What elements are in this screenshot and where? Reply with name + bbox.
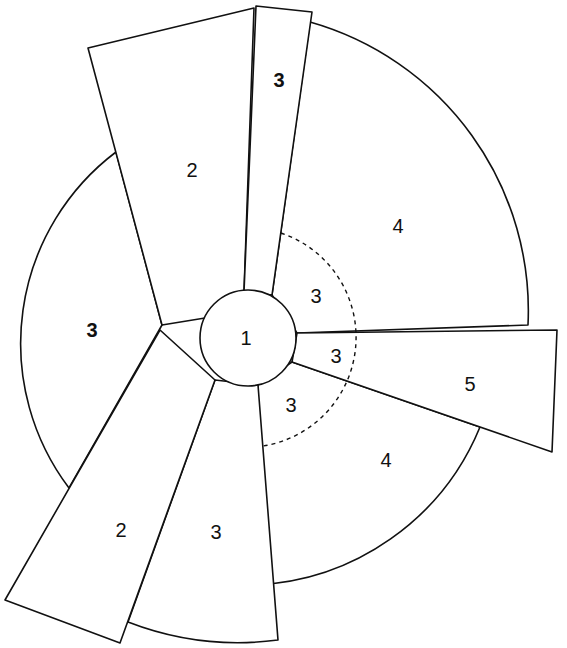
region-number: 4 bbox=[376, 447, 395, 473]
region-label: 3 bbox=[330, 345, 341, 367]
region-label: 3 bbox=[273, 69, 284, 91]
region-label: 4 bbox=[380, 449, 391, 471]
upper-left-blade bbox=[88, 8, 254, 325]
hub-number: 1 bbox=[236, 325, 255, 351]
region-label: 2 bbox=[115, 519, 126, 541]
region-number: 3 bbox=[306, 283, 325, 309]
dashed-arc bbox=[263, 233, 356, 446]
region-label: 3 bbox=[86, 319, 97, 341]
region-number: 3 bbox=[206, 519, 225, 545]
region-label: 3 bbox=[210, 521, 221, 543]
region-number: 4 bbox=[388, 213, 407, 239]
upper-sector bbox=[272, 22, 528, 333]
region-number: 2 bbox=[111, 517, 130, 543]
region-number: 3 bbox=[82, 317, 101, 343]
region-label: 1 bbox=[240, 327, 251, 349]
top-blade bbox=[244, 6, 312, 295]
region-label: 5 bbox=[464, 373, 475, 395]
region-number: 5 bbox=[460, 371, 479, 397]
region-number: 2 bbox=[182, 157, 201, 183]
region-number: 3 bbox=[281, 392, 300, 418]
region-label: 4 bbox=[392, 215, 403, 237]
hub-circle bbox=[200, 290, 296, 386]
region-number: 3 bbox=[269, 67, 288, 93]
region-label: 3 bbox=[310, 285, 321, 307]
lower-left-blade bbox=[5, 330, 215, 643]
region-label: 2 bbox=[186, 159, 197, 181]
region-number: 3 bbox=[326, 343, 345, 369]
region-label: 3 bbox=[285, 394, 296, 416]
right-blade bbox=[292, 330, 557, 452]
